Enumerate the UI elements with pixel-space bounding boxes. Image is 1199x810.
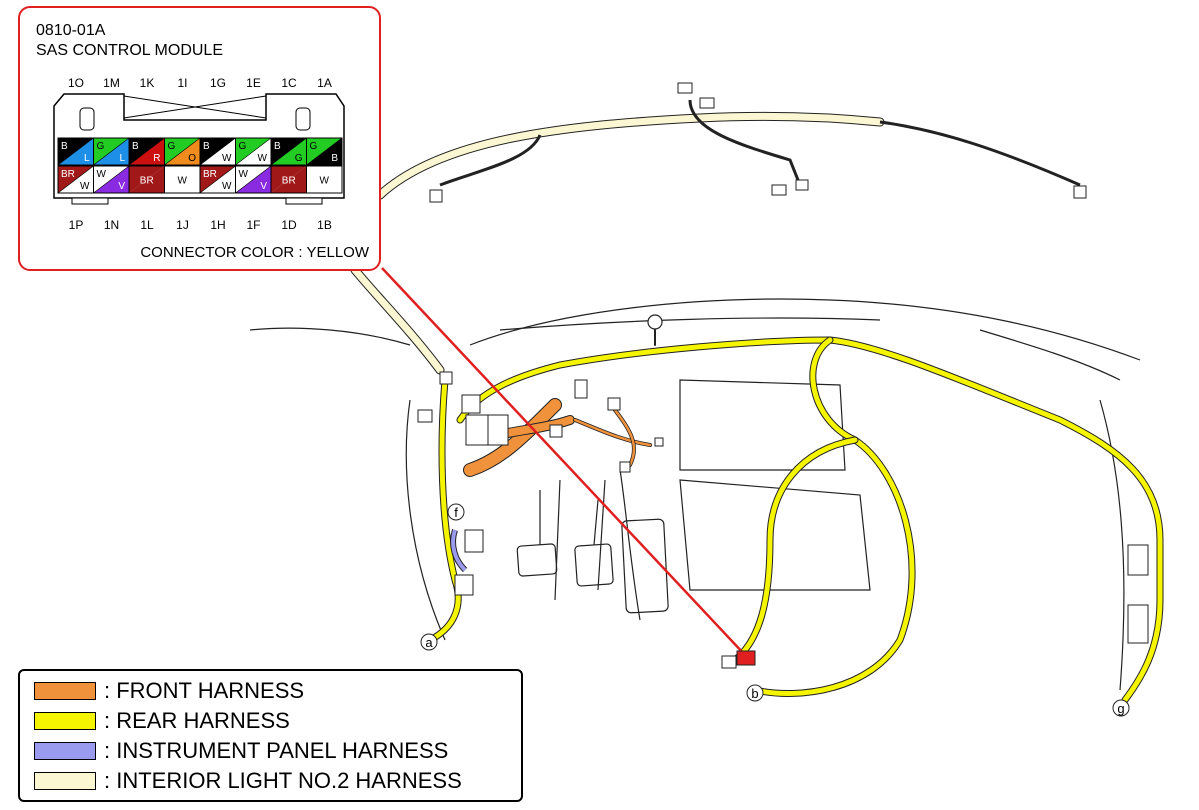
legend-swatch (34, 742, 96, 760)
bottom-pin-1j: 1J (176, 218, 189, 232)
top-row-cell-7: BG (270, 137, 307, 166)
sas-connector-target (736, 650, 756, 666)
top-pin-1g: 1G (209, 76, 226, 90)
point-f-label: f (454, 505, 458, 520)
legend-item: : INTERIOR LIGHT NO.2 HARNESS (34, 769, 462, 793)
bottom-row-cell-1-color-b: W (80, 181, 90, 192)
bottom-row-cell-2: WV (93, 165, 130, 194)
bottom-pin-1n: 1N (103, 218, 120, 232)
bottom-pin-1l: 1L (140, 218, 154, 232)
bottom-row-cell-5: BR W (199, 165, 236, 194)
bottom-pin-1f: 1F (246, 218, 261, 232)
bottom-row-cell-2-color-a: W (97, 169, 107, 180)
top-row-cell-5-color-a: B (203, 141, 210, 152)
top-row-cell-4-color-a: G (168, 141, 176, 152)
top-row-cell-3-color-b: R (153, 153, 160, 164)
point-g-label: g (1117, 701, 1124, 716)
bottom-row-cell-5-color-a: BR (203, 169, 217, 180)
top-pin-1c: 1C (281, 76, 297, 90)
bottom-row-cell-6-color-b: V (260, 181, 267, 192)
bottom-row-cell-8: W (306, 165, 343, 194)
top-row-cell-2-color-a: G (97, 141, 105, 152)
point-b-label: b (751, 686, 758, 701)
top-row-cell-2-color-b: L (119, 153, 125, 164)
connector-color-label: CONNECTOR COLOR : YELLOW (140, 244, 369, 261)
top-row-cell-8: GB (306, 137, 343, 166)
instrument-panel-harness (417, 371, 484, 596)
bottom-row-cell-6: WV (235, 165, 272, 194)
top-row-cell-3: BR (128, 137, 165, 166)
bottom-row-cell-6-color-a: W (239, 169, 249, 180)
interior-light-harness (350, 82, 1087, 375)
connector-code: 0810-01A (36, 22, 106, 39)
bottom-row-cell-7-color-a: BR (282, 176, 296, 187)
vehicle-outline (249, 298, 1141, 691)
bottom-row-cell-7: BR (270, 165, 307, 194)
top-pin-1a: 1A (317, 76, 332, 90)
legend-label: : FRONT HARNESS (104, 678, 305, 703)
top-pin-1i: 1I (177, 76, 188, 90)
bottom-row-cell-8-color-a: W (320, 176, 330, 187)
bottom-row-cell-3-color-a: BR (140, 176, 154, 187)
rear-harness (430, 314, 1160, 700)
bottom-row-cell-3: BR (128, 165, 165, 194)
top-row-cell-4: GO (164, 137, 201, 166)
top-row-cell-8-color-b: B (331, 153, 338, 164)
harness-legend: : FRONT HARNESS : REAR HARNESS : INSTRUMEN… (18, 669, 523, 802)
top-row-cell-7-color-b: G (295, 153, 303, 164)
bottom-pin-1p: 1P (68, 218, 84, 232)
legend-swatch (34, 712, 96, 730)
bottom-row-cell-5-color-b: W (222, 181, 232, 192)
bottom-pin-1d: 1D (281, 218, 297, 232)
top-row-cell-1-color-b: L (84, 153, 90, 164)
top-row-cell-7-color-a: B (274, 141, 281, 152)
legend-label: : REAR HARNESS (104, 708, 290, 733)
bottom-row-cell-4: W (164, 165, 201, 194)
bottom-row-cell-1-color-a: BR (61, 169, 75, 180)
legend-item: : INSTRUMENT PANEL HARNESS (34, 739, 448, 763)
top-row-cell-6-color-a: G (239, 141, 247, 152)
legend-swatch (34, 772, 96, 790)
top-row-cell-5: BW (199, 137, 236, 166)
legend-swatch (34, 682, 96, 700)
legend-label: : INSTRUMENT PANEL HARNESS (104, 738, 449, 763)
top-pin-1e: 1E (246, 76, 261, 90)
top-pin-1o: 1O (67, 76, 84, 90)
legend-item: : REAR HARNESS (34, 709, 290, 733)
top-row-cell-8-color-a: G (310, 141, 318, 152)
top-row-cell-1: BL (57, 137, 94, 166)
top-pin-1k: 1K (139, 76, 155, 90)
bottom-row-cell-1: BR W (57, 165, 94, 194)
bottom-pin-1b: 1B (317, 218, 332, 232)
legend-item: : FRONT HARNESS (34, 679, 304, 703)
leader-line (381, 267, 746, 656)
bottom-pin-1h: 1H (210, 218, 226, 232)
top-row-cell-5-color-b: W (222, 153, 232, 164)
top-row-cell-1-color-a: B (61, 141, 68, 152)
bottom-row-cell-2-color-b: V (118, 181, 125, 192)
top-row-cell-4-color-b: O (188, 153, 196, 164)
module-title: SAS CONTROL MODULE (36, 42, 223, 59)
top-row-cell-6: GW (235, 137, 272, 166)
point-markers: a b f g (420, 503, 1130, 717)
point-a-label: a (425, 635, 433, 650)
bottom-row-cell-4-color-a: W (178, 176, 188, 187)
top-row-cell-2: GL (93, 137, 130, 166)
front-harness (461, 379, 664, 477)
top-pin-1m: 1M (103, 76, 120, 90)
top-row-cell-3-color-a: B (132, 141, 139, 152)
legend-label: : INTERIOR LIGHT NO.2 HARNESS (104, 768, 462, 793)
top-row-cell-6-color-b: W (258, 153, 268, 164)
